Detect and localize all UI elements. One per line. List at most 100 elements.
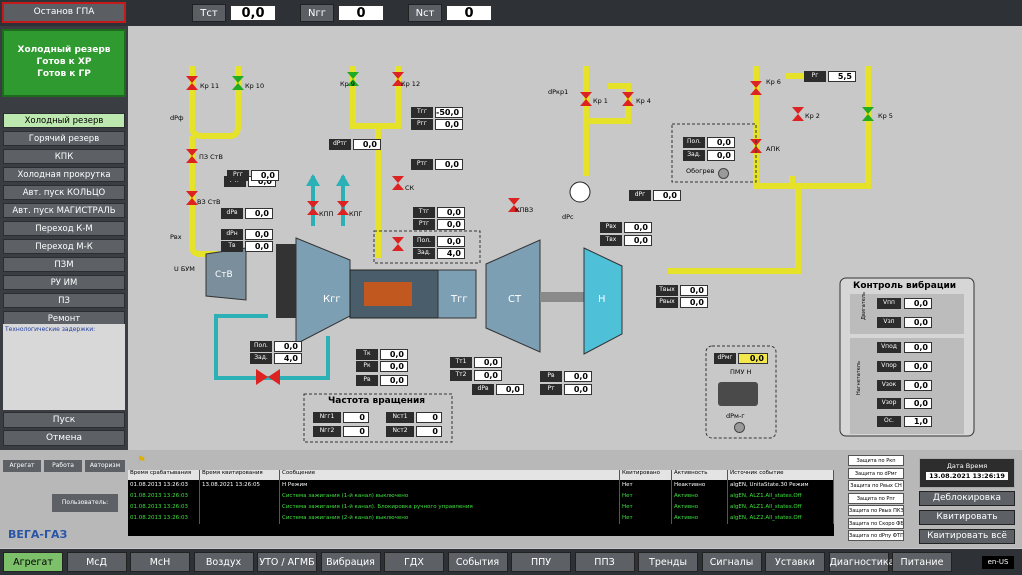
nav-0[interactable]: Агрегат bbox=[3, 552, 63, 572]
mode-button-1[interactable]: Горячий резерв bbox=[3, 131, 125, 146]
valve-1[interactable] bbox=[232, 76, 244, 90]
valve-7[interactable] bbox=[792, 107, 804, 121]
table-cell: 13.08.2021 13:26:05 bbox=[200, 480, 280, 491]
mode-button-10[interactable]: ПЗ bbox=[3, 293, 125, 308]
ngg2-label: Nгг2 bbox=[313, 426, 341, 437]
reading-label-1: dРв bbox=[221, 208, 243, 219]
lang-indicator[interactable]: en-US bbox=[982, 556, 1014, 569]
valve-2[interactable] bbox=[347, 72, 359, 86]
mode-button-2[interactable]: КПК bbox=[3, 149, 125, 164]
nav-13[interactable]: Диагностика bbox=[828, 552, 894, 572]
valve-4[interactable] bbox=[580, 92, 592, 106]
pmu-name: ПМУ Н bbox=[730, 368, 752, 376]
tab-avtorizm[interactable]: Авторизм bbox=[85, 460, 125, 472]
table-cell: Н Режим bbox=[280, 480, 620, 491]
datetime-box: Дата Время 13.08.2021 13:26:19 bbox=[919, 458, 1015, 488]
valve-bypass[interactable] bbox=[256, 369, 280, 385]
nav-9[interactable]: ППЗ bbox=[574, 552, 635, 572]
valve-3[interactable] bbox=[392, 72, 404, 86]
valve-0[interactable] bbox=[186, 76, 198, 90]
bell-icon[interactable]: ⚑ bbox=[137, 455, 146, 466]
acknowledge-all-button[interactable]: Квитировать всё bbox=[919, 529, 1015, 544]
valve-13[interactable] bbox=[307, 201, 319, 215]
nav-6[interactable]: ГДХ bbox=[384, 552, 444, 572]
table-header-3: Квитировано bbox=[620, 470, 672, 480]
protection-0[interactable]: Защита по Ркп bbox=[848, 455, 904, 466]
mode-button-4[interactable]: Авт. пуск КОЛЬЦО bbox=[3, 185, 125, 200]
vib-label-2: Vпод bbox=[877, 342, 901, 353]
reading-label-18: Тт1 bbox=[450, 357, 472, 368]
mode-button-0[interactable]: Холодный резерв bbox=[3, 113, 125, 128]
protection-2[interactable]: Защита по Рвых СН bbox=[848, 480, 904, 491]
valve-14[interactable] bbox=[337, 201, 349, 215]
reading-label-16: Рк bbox=[356, 361, 378, 372]
valve-6[interactable] bbox=[750, 81, 762, 95]
mode-button-9[interactable]: РУ ИМ bbox=[3, 275, 125, 290]
ngg1-label: Nгг1 bbox=[313, 412, 341, 423]
protection-6[interactable]: Защита по dРпу ФТП ОТТУ bbox=[848, 530, 904, 541]
valve-8[interactable] bbox=[862, 107, 874, 121]
tab-agregat[interactable]: Агрегат bbox=[3, 460, 41, 472]
acknowledge-button[interactable]: Квитировать bbox=[919, 510, 1015, 525]
valve-label-6: Кр 6 bbox=[766, 78, 781, 86]
mode-button-6[interactable]: Переход К-М bbox=[3, 221, 125, 236]
mode-button-3[interactable]: Холодная прокрутка bbox=[3, 167, 125, 182]
protection-4[interactable]: Защита по Рвых ПКЗ bbox=[848, 505, 904, 516]
datetime-label: Дата Время bbox=[946, 462, 988, 470]
status-line-2: Готов к ХР bbox=[36, 57, 92, 67]
ngg2-value: 0 bbox=[343, 426, 369, 437]
valve-5[interactable] bbox=[622, 92, 634, 106]
vib-label-6: Ос. bbox=[877, 416, 901, 427]
nrr-label: Nгг bbox=[300, 4, 334, 22]
unlock-button[interactable]: Деблокировка bbox=[919, 491, 1015, 506]
unit-tgg: Тгг bbox=[451, 294, 468, 305]
nav-4[interactable]: УТО / АГМБ bbox=[257, 552, 317, 572]
protection-5[interactable]: Защита по Скоро ФБЛ bbox=[848, 517, 904, 529]
nav-8[interactable]: ППУ bbox=[511, 552, 571, 572]
valve-10[interactable] bbox=[186, 191, 198, 205]
reading-value-7: 0,0 bbox=[353, 139, 381, 150]
nav-14[interactable]: Питание bbox=[892, 552, 952, 572]
valve-label-0: Кр 11 bbox=[200, 82, 220, 90]
reading-label-8: Ртг bbox=[411, 159, 433, 170]
valve-12[interactable] bbox=[392, 176, 404, 190]
table-cell: Нет bbox=[620, 513, 672, 524]
valve-15[interactable] bbox=[508, 198, 520, 212]
mode-button-5[interactable]: Авт. пуск МАГИСТРАЛЬ bbox=[3, 203, 125, 218]
mode-button-7[interactable]: Переход М-К bbox=[3, 239, 125, 254]
reading-value-16: 0,0 bbox=[380, 361, 408, 372]
protection-3[interactable]: Защита по Рпг bbox=[848, 492, 904, 504]
vib-label-0: Vпп bbox=[877, 298, 901, 309]
nav-7[interactable]: События bbox=[447, 552, 508, 572]
reading-label-2: dРн bbox=[221, 229, 243, 240]
nav-11[interactable]: Сигналы bbox=[701, 552, 762, 572]
nav-5[interactable]: Вибрация bbox=[320, 552, 381, 572]
valve-9[interactable] bbox=[186, 149, 198, 163]
nav-2[interactable]: МсН bbox=[130, 552, 190, 572]
start-button[interactable]: Пуск bbox=[3, 412, 125, 428]
nav-12[interactable]: Уставки bbox=[765, 552, 825, 572]
reading-label-6: Ргг bbox=[411, 119, 433, 130]
table-cell: 01.08.2013 13:26:03 bbox=[128, 480, 200, 491]
reading-label-17: Рв bbox=[356, 375, 378, 386]
table-cell: Активно bbox=[672, 513, 728, 524]
obogrev-label: Обогрев bbox=[686, 167, 715, 175]
tab-rabota[interactable]: Работа bbox=[44, 460, 82, 472]
protection-1[interactable]: Защита по dРмг bbox=[848, 467, 904, 479]
valve-16[interactable] bbox=[392, 237, 404, 251]
user-button[interactable]: Пользователь: bbox=[52, 494, 118, 512]
reading-label-24: Твх bbox=[600, 235, 622, 246]
table-cell: Активно bbox=[672, 502, 728, 513]
mode-button-8[interactable]: ПЗМ bbox=[3, 257, 125, 272]
nav-10[interactable]: Тренды bbox=[638, 552, 698, 572]
reading-label-29: Зад. bbox=[683, 150, 705, 161]
reading-value-23: 0,0 bbox=[624, 222, 652, 233]
cancel-button[interactable]: Отмена bbox=[3, 430, 125, 446]
stop-gpa-button[interactable]: Останов ГПА bbox=[2, 2, 126, 23]
nav-3[interactable]: Воздух bbox=[193, 552, 254, 572]
nav-1[interactable]: МсД bbox=[66, 552, 127, 572]
